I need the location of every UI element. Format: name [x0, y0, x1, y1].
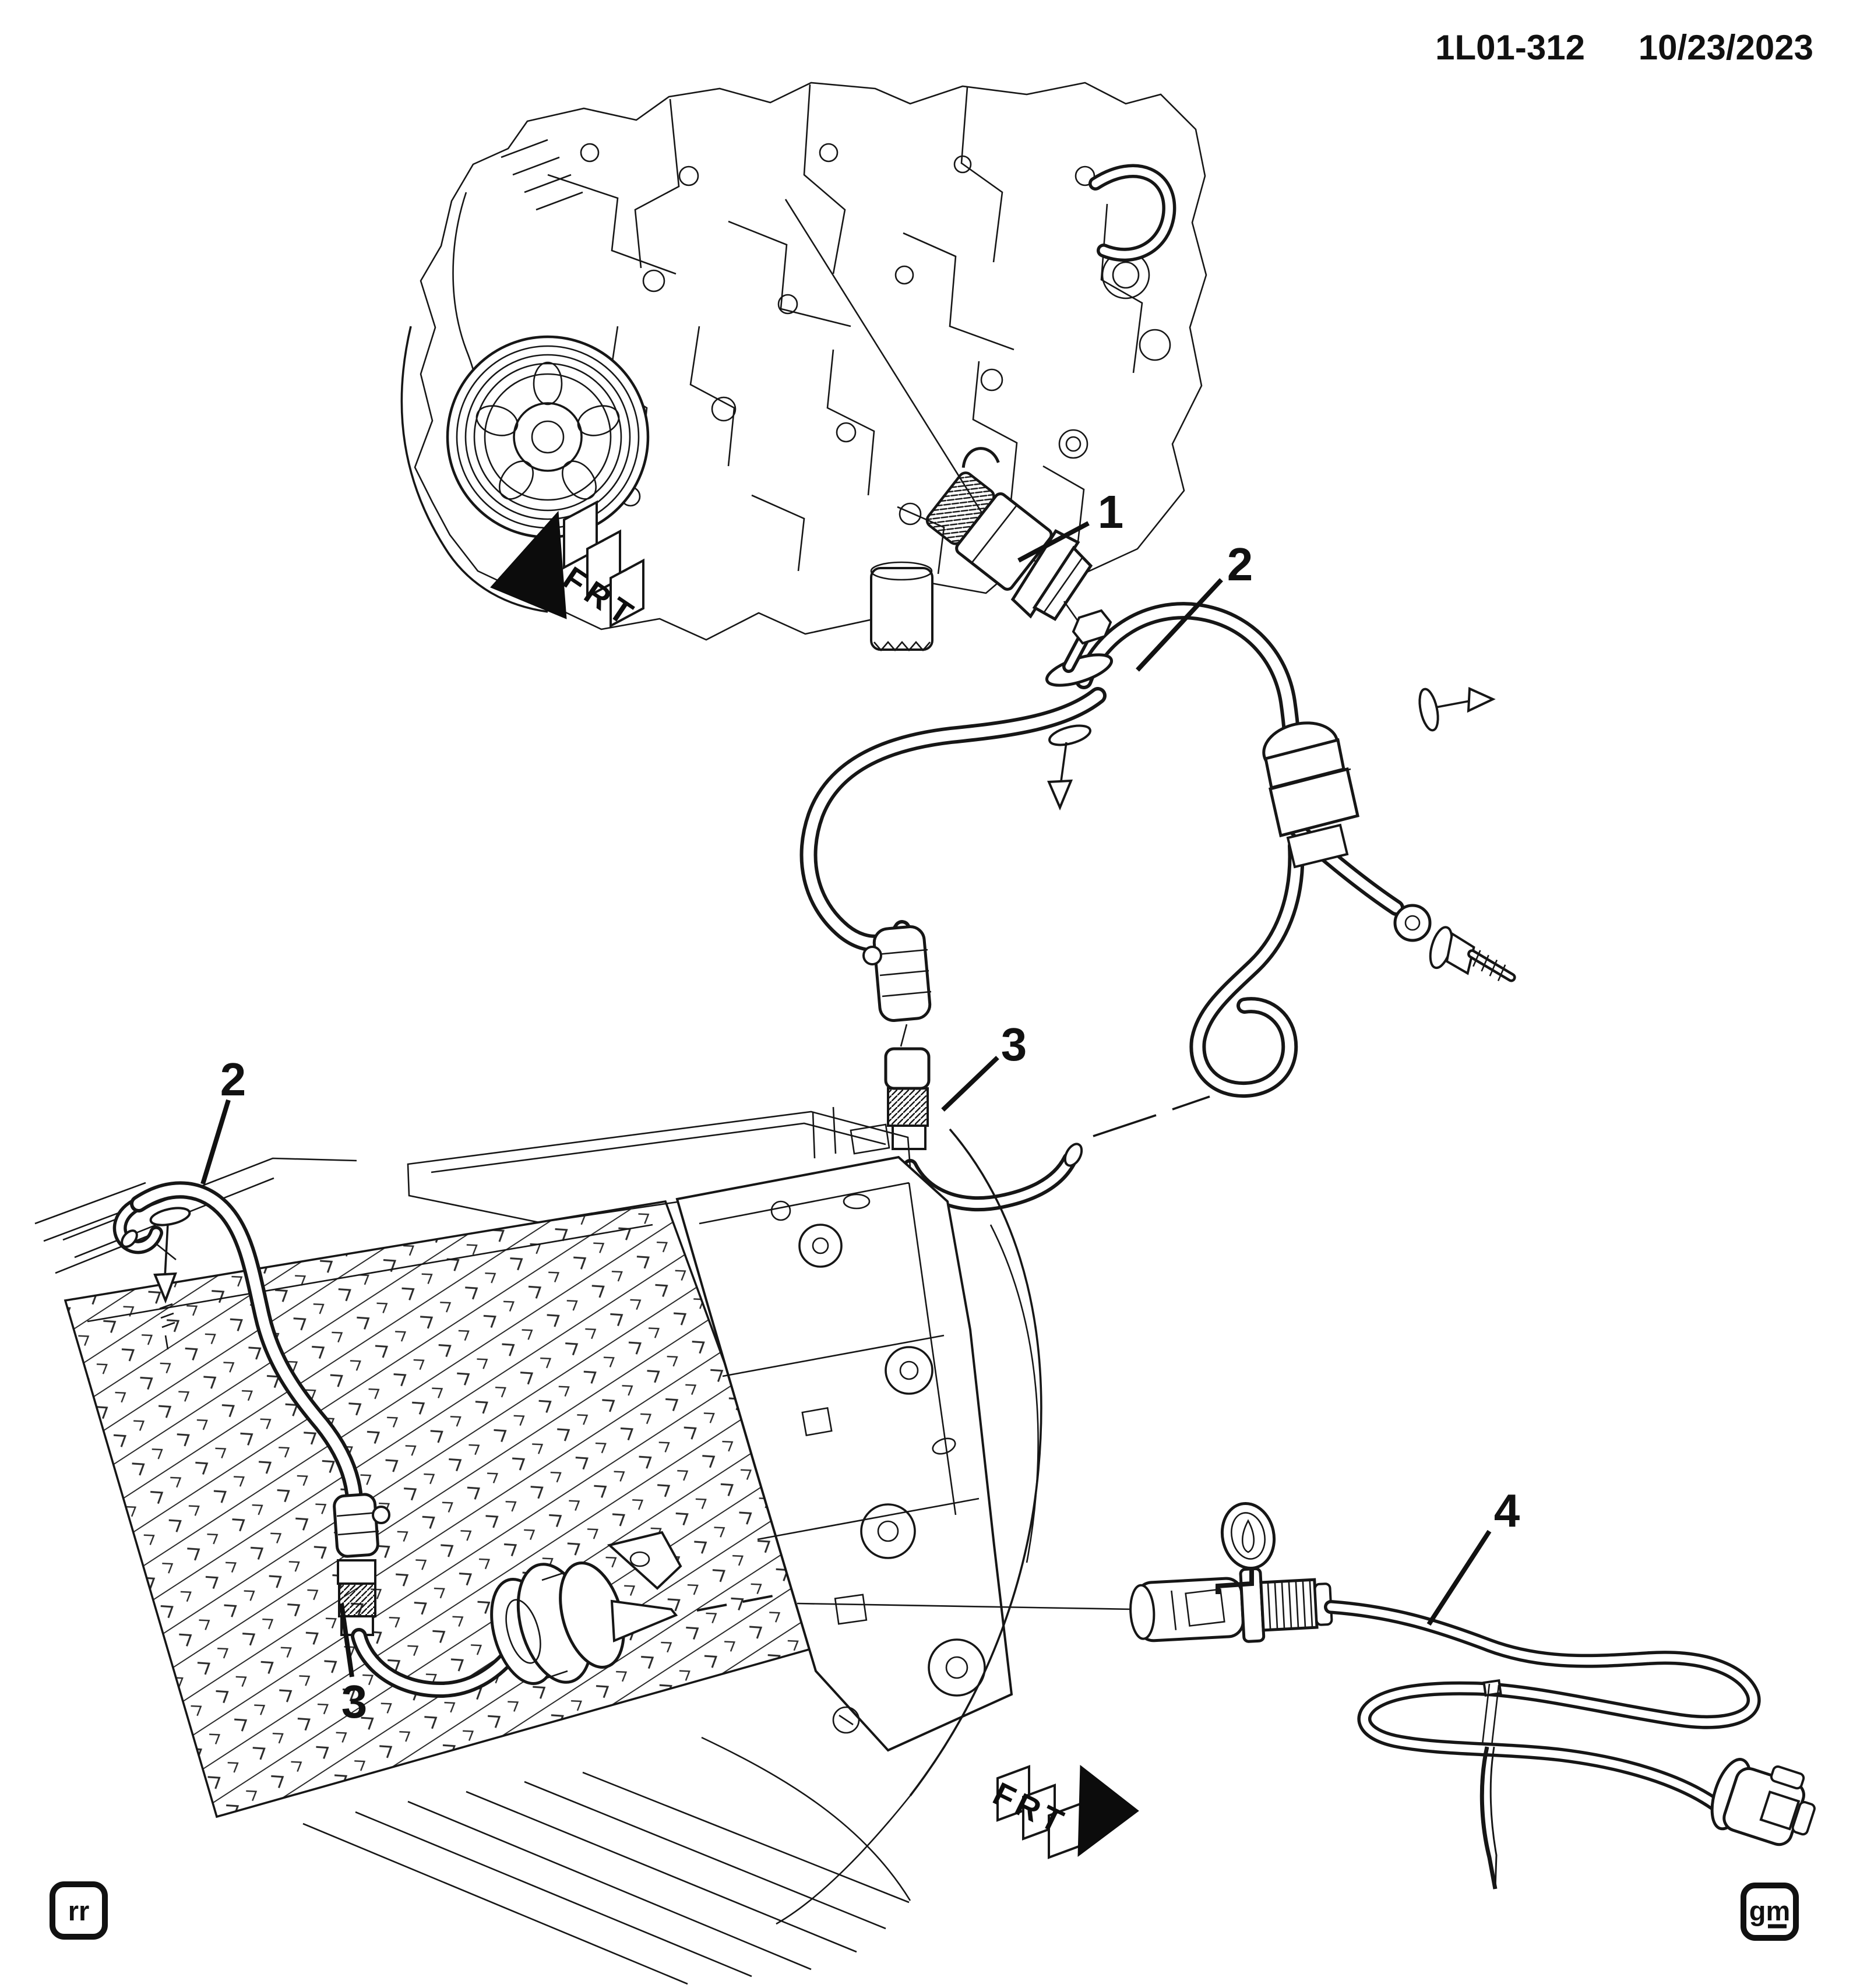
callout-4-leader — [1426, 1529, 1492, 1626]
front-segment-connector — [333, 1493, 390, 1558]
harness-clip-left — [1047, 724, 1091, 811]
heater-cable-harness — [799, 602, 1516, 1098]
callout-3-upper-label: 3 — [1001, 1018, 1027, 1070]
heater-alignment-line — [1063, 601, 1079, 622]
frt-right-arrowhead-icon — [1077, 1764, 1139, 1857]
harness-connector-cluster — [1262, 721, 1359, 869]
callout-2-top-leader — [1136, 578, 1223, 672]
heater-cable-extension-lower — [337, 1531, 777, 1698]
callouts: 1 2 3 2 3 4 — [200, 486, 1520, 1728]
extension-alignment-dashes — [1093, 1095, 1210, 1137]
front-segment-push-clip — [149, 1207, 191, 1350]
harness-to-item3-alignment-line — [900, 1024, 908, 1047]
extension-knurl — [887, 1087, 929, 1127]
heater-bail-wire — [961, 447, 1000, 468]
callout-3-upper-leader — [941, 1056, 999, 1112]
callout-1-leader — [1017, 521, 1090, 563]
engine-outline — [414, 82, 1207, 641]
fascia-outline — [909, 1128, 1042, 1797]
grommet — [490, 1531, 682, 1686]
cord-cable-tie — [1479, 1679, 1502, 1890]
cord-socket-cap — [1216, 1501, 1276, 1594]
diagram-date-text: 10/23/2023 — [1639, 28, 1813, 67]
corner-rr-label: rr — [68, 1895, 90, 1926]
crank-pulley — [446, 335, 650, 539]
callout-3-lower-label: 3 — [341, 1676, 368, 1728]
fascia-grille-lines — [302, 1771, 910, 1985]
harness-stud-terminal — [1045, 609, 1114, 687]
oil-filter — [870, 561, 933, 651]
block-heater-plug — [925, 447, 1093, 622]
heater-cable-extension-upper — [884, 1047, 1210, 1212]
corner-box-rr: rr — [50, 1881, 108, 1940]
extension-open-end — [1063, 1143, 1083, 1167]
harness-ring-terminal — [1393, 904, 1516, 982]
heater-cable-front-segment — [112, 1181, 390, 1558]
corner-gm-label: gm — [1749, 1895, 1791, 1926]
cord-plug — [1710, 1758, 1816, 1846]
radiator-fascia-illustration — [34, 1106, 1042, 1985]
engine-illustration — [400, 82, 1207, 651]
radiator-bracket-panel — [675, 1155, 1013, 1752]
corner-box-gm: gm — [1741, 1883, 1799, 1941]
heater-body — [955, 492, 1053, 591]
diagram-id-text: 1L01-312 — [1435, 28, 1585, 67]
callout-1-label: 1 — [1098, 486, 1124, 538]
engine-hose — [1088, 164, 1176, 262]
callout-2-lower-label: 2 — [220, 1053, 246, 1105]
fascia-to-cord-alignment-line — [797, 1602, 1133, 1610]
timing-cover-edge — [400, 326, 548, 613]
frt-left-arrowhead-icon — [490, 510, 567, 619]
extension-exit-dash-line — [696, 1594, 777, 1612]
extension-connector-cap — [884, 1047, 931, 1090]
extension-lower-cap — [337, 1559, 376, 1585]
power-cord — [1129, 1501, 1816, 1890]
harness-clip-right — [1418, 686, 1496, 732]
harness-lower-connector — [862, 925, 932, 1022]
callout-4-label: 4 — [1494, 1485, 1520, 1536]
callout-2-top-label: 2 — [1227, 538, 1253, 590]
heater-flange — [1010, 529, 1080, 619]
callout-3-lower-leader — [339, 1603, 354, 1677]
callout-2-lower-leader — [200, 1099, 231, 1185]
